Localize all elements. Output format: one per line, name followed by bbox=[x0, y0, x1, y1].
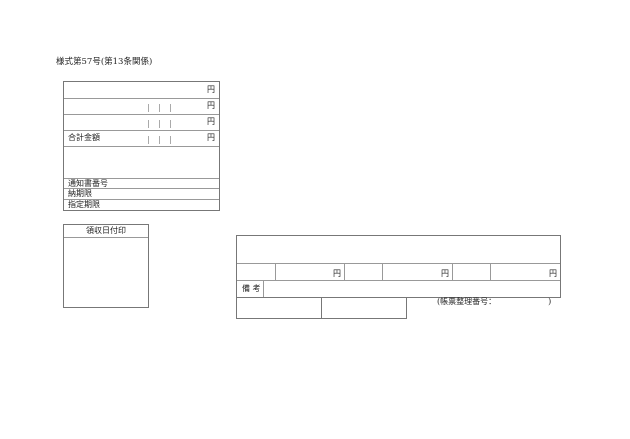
total-amount-label: 合計金額 bbox=[68, 133, 100, 142]
form-title: 様式第57号(第13条関係) bbox=[56, 57, 153, 67]
amount-row-1-yen: 円 bbox=[207, 85, 215, 94]
total-amount-yen: 円 bbox=[207, 133, 215, 142]
receipt-stamp-label: 領収日付印 bbox=[86, 226, 126, 235]
bottom-box-2 bbox=[321, 297, 407, 319]
remarks-label: 備 考 bbox=[242, 284, 261, 293]
amount-row-3-yen: 円 bbox=[207, 117, 215, 126]
right-yen-3: 円 bbox=[549, 269, 557, 278]
amount-row-2-yen: 円 bbox=[207, 101, 215, 110]
ledger-number: (帳票整理番号： ) bbox=[437, 297, 552, 306]
designated-deadline-label: 指定期限 bbox=[68, 200, 100, 209]
right-table: 円 円 円 備 考 bbox=[236, 235, 561, 298]
bottom-box-1 bbox=[236, 297, 322, 319]
amount-table: 円 円 円 合計金額 円 通知書番号 納期限 指定期限 bbox=[63, 81, 220, 211]
right-yen-1: 円 bbox=[333, 269, 341, 278]
notice-number-label: 通知書番号 bbox=[68, 179, 108, 188]
right-yen-2: 円 bbox=[441, 269, 449, 278]
payment-deadline-label: 納期限 bbox=[68, 189, 92, 198]
receipt-stamp-box: 領収日付印 bbox=[63, 224, 149, 308]
